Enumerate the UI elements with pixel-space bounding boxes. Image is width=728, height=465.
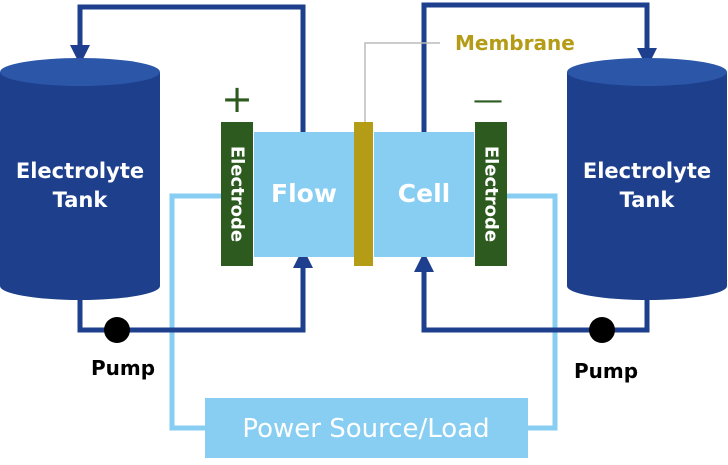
membrane: Membrane <box>354 31 575 266</box>
power-source-load: Power Source/Load <box>205 398 528 458</box>
right-circulation-loop <box>414 2 657 333</box>
membrane-label: Membrane <box>455 31 575 55</box>
left-pump: Pump <box>91 317 155 380</box>
cell-right-chamber <box>374 132 474 257</box>
power-label: Power Source/Load <box>242 414 489 444</box>
left-electrode-label: Electrode <box>227 146 248 242</box>
left-electrolyte-tank: Electrolyte Tank <box>0 58 160 300</box>
power-wires <box>169 193 558 431</box>
right-supply-pipe <box>414 252 650 333</box>
power-box <box>205 398 528 458</box>
left-circulation-loop <box>70 4 313 333</box>
right-pump-icon <box>589 317 615 343</box>
power-wire-left <box>169 193 221 431</box>
power-wire-right <box>507 193 558 431</box>
right-electrode-label: Electrode <box>481 146 502 242</box>
right-tank-label-line1: Electrolyte <box>583 159 711 183</box>
membrane-leader-line <box>364 42 440 122</box>
right-pump: Pump <box>574 317 638 383</box>
right-electrode: Electrode — <box>473 83 507 266</box>
right-pump-label: Pump <box>574 359 638 383</box>
right-electrolyte-tank: Electrolyte Tank <box>567 58 727 300</box>
negative-polarity-icon: — <box>473 83 503 118</box>
right-return-pipe <box>421 2 657 132</box>
left-supply-pipe <box>77 248 313 333</box>
cell-right-label: Cell <box>398 179 450 208</box>
positive-polarity-icon: + <box>221 77 253 121</box>
flow-cell: Flow Cell <box>254 132 474 257</box>
cell-left-label: Flow <box>271 179 337 208</box>
left-tank-label-line1: Electrolyte <box>16 159 144 183</box>
membrane-bar <box>354 122 373 266</box>
left-electrode: Electrode + <box>221 77 253 266</box>
right-tank-label-line2: Tank <box>620 188 676 212</box>
left-pump-icon <box>104 317 130 343</box>
left-pump-label: Pump <box>91 356 155 380</box>
left-return-pipe <box>70 4 306 132</box>
left-tank-label-line2: Tank <box>53 188 109 212</box>
cell-left-chamber <box>254 132 354 257</box>
